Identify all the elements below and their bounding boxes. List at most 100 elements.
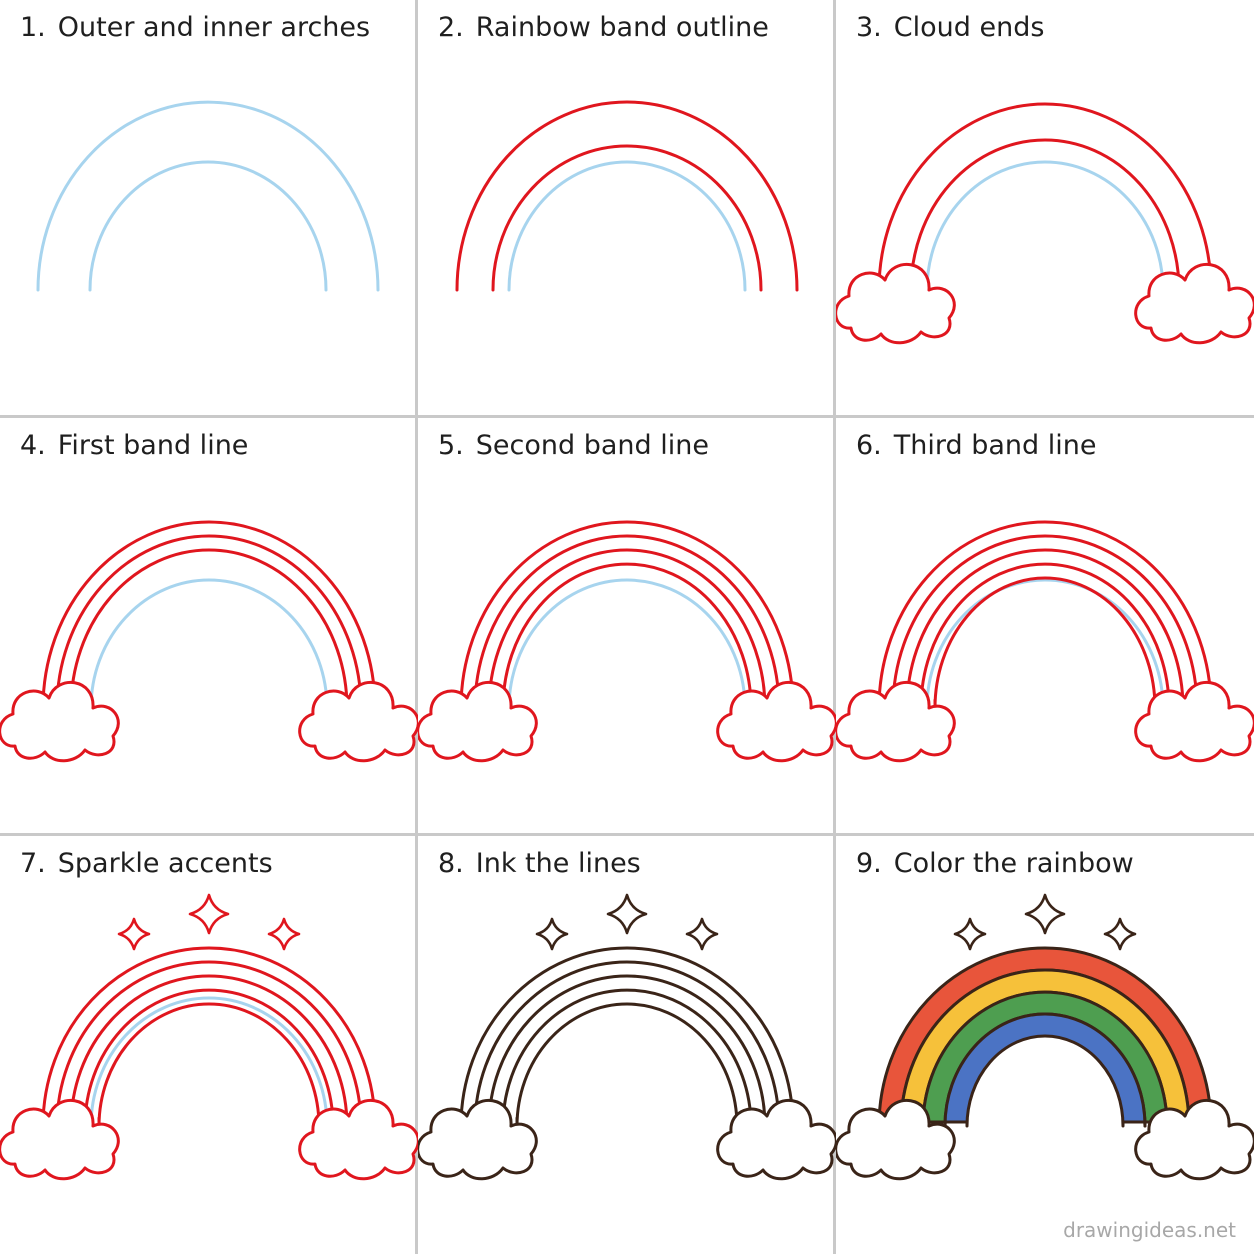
step-6-drawing (836, 520, 1254, 763)
outer-band-line (455, 100, 799, 292)
step-label: Sparkle accents (57, 848, 273, 879)
inner-guide-arch (89, 996, 329, 1127)
step-2-drawing (455, 100, 799, 292)
cloud-right-icon (1134, 681, 1254, 763)
step-8-drawing (418, 893, 836, 1181)
cloud-left-icon (418, 681, 538, 763)
step-1-drawing (36, 100, 380, 292)
cloud-right-icon (716, 1099, 836, 1181)
inner-guide-arch (89, 578, 329, 709)
step-panel-2: 2. Rainbow band outline (418, 0, 836, 418)
step-label: Ink the lines (475, 848, 641, 879)
band-line (919, 562, 1171, 709)
step-label: First band line (57, 430, 249, 461)
step-title: 5. Second band line (438, 430, 709, 461)
band-line (459, 520, 795, 709)
outer-guide-arch (36, 100, 380, 292)
step-9-drawing (836, 893, 1254, 1181)
step-title: 4. First band line (20, 430, 248, 461)
step-label: Cloud ends (893, 12, 1045, 43)
step-panel-5: 5. Second band line (418, 418, 836, 836)
inner-guide-arch (88, 160, 328, 292)
band-line (501, 562, 753, 709)
band-line (55, 534, 363, 709)
sparkle-left-icon (117, 917, 151, 951)
step-number: 5. (438, 430, 464, 461)
cloud-left-icon (0, 681, 120, 763)
step-panel-4: 4. First band line (0, 418, 418, 836)
cloud-right-icon (298, 681, 418, 763)
cloud-right-icon (1134, 1099, 1254, 1181)
step-label: Third band line (893, 430, 1097, 461)
blue-band (943, 1012, 1147, 1128)
step-panel-7: 7. Sparkle accents (0, 836, 418, 1254)
cloud-right-icon (1134, 263, 1254, 345)
step-title: 2. Rainbow band outline (438, 12, 769, 43)
step-7-drawing (0, 893, 418, 1181)
step-number: 3. (856, 12, 882, 43)
step-number: 1. (20, 12, 46, 43)
step-4-drawing (0, 520, 418, 763)
step-panel-1: 1.Outer and inner arches (0, 0, 418, 418)
cloud-left-icon (0, 1099, 120, 1181)
step-label: Rainbow band outline (475, 12, 769, 43)
band-line (891, 534, 1199, 709)
step-label: Second band line (475, 430, 709, 461)
outer-band-line (877, 102, 1213, 291)
step-3-drawing (836, 102, 1254, 345)
band-line (877, 520, 1213, 709)
sparkle-center-icon (1024, 893, 1066, 935)
step-title: 7. Sparkle accents (20, 848, 273, 879)
band-line (473, 534, 781, 709)
step-number: 4. (20, 430, 46, 461)
cloud-left-icon (836, 263, 956, 345)
cloud-right-icon (298, 1099, 418, 1181)
sparkle-right-icon (1103, 917, 1137, 951)
step-panel-3: 3. Cloud ends (836, 0, 1254, 418)
step-number: 2. (438, 12, 464, 43)
step-number: 6. (856, 430, 882, 461)
step-number: 9. (856, 848, 882, 879)
step-title: 1.Outer and inner arches (20, 12, 370, 43)
inked-band-line (501, 988, 753, 1127)
band-line (41, 946, 377, 1127)
inner-band-line (491, 144, 763, 292)
band-line (41, 520, 377, 709)
sparkle-left-icon (953, 917, 987, 951)
site-watermark: drawingideas.net (1063, 1218, 1236, 1242)
band-line (97, 1002, 321, 1127)
step-number: 7. (20, 848, 46, 879)
cloud-left-icon (836, 1099, 956, 1181)
step-title: 3. Cloud ends (856, 12, 1044, 43)
band-line (487, 548, 767, 709)
step-title: 9.Color the rainbow (856, 848, 1134, 879)
sparkle-left-icon (535, 917, 569, 951)
band-line (69, 974, 349, 1127)
inked-band-line (515, 1002, 739, 1127)
step-number: 8. (438, 848, 464, 879)
band-line (69, 548, 349, 709)
cloud-right-icon (716, 681, 836, 763)
sparkle-right-icon (685, 917, 719, 951)
sparkle-center-icon (606, 893, 648, 935)
sparkle-center-icon (188, 893, 230, 935)
step-panel-9: 9.Color the rainbow (836, 836, 1254, 1254)
cloud-left-icon (836, 681, 956, 763)
inked-band-line (459, 946, 795, 1127)
band-line (905, 548, 1185, 709)
band-line (55, 960, 363, 1127)
inner-guide-arch (507, 578, 747, 709)
inner-guide-arch (507, 160, 747, 292)
band-line (933, 576, 1157, 709)
cloud-left-icon (418, 1099, 538, 1181)
inked-band-line (487, 974, 767, 1127)
sparkle-right-icon (267, 917, 301, 951)
inner-guide-arch (925, 160, 1165, 292)
inner-guide-arch (925, 578, 1165, 709)
step-panel-8: 8. Ink the lines (418, 836, 836, 1254)
step-title: 8. Ink the lines (438, 848, 641, 879)
inner-band-line (909, 138, 1181, 291)
step-panel-6: 6. Third band line (836, 418, 1254, 836)
